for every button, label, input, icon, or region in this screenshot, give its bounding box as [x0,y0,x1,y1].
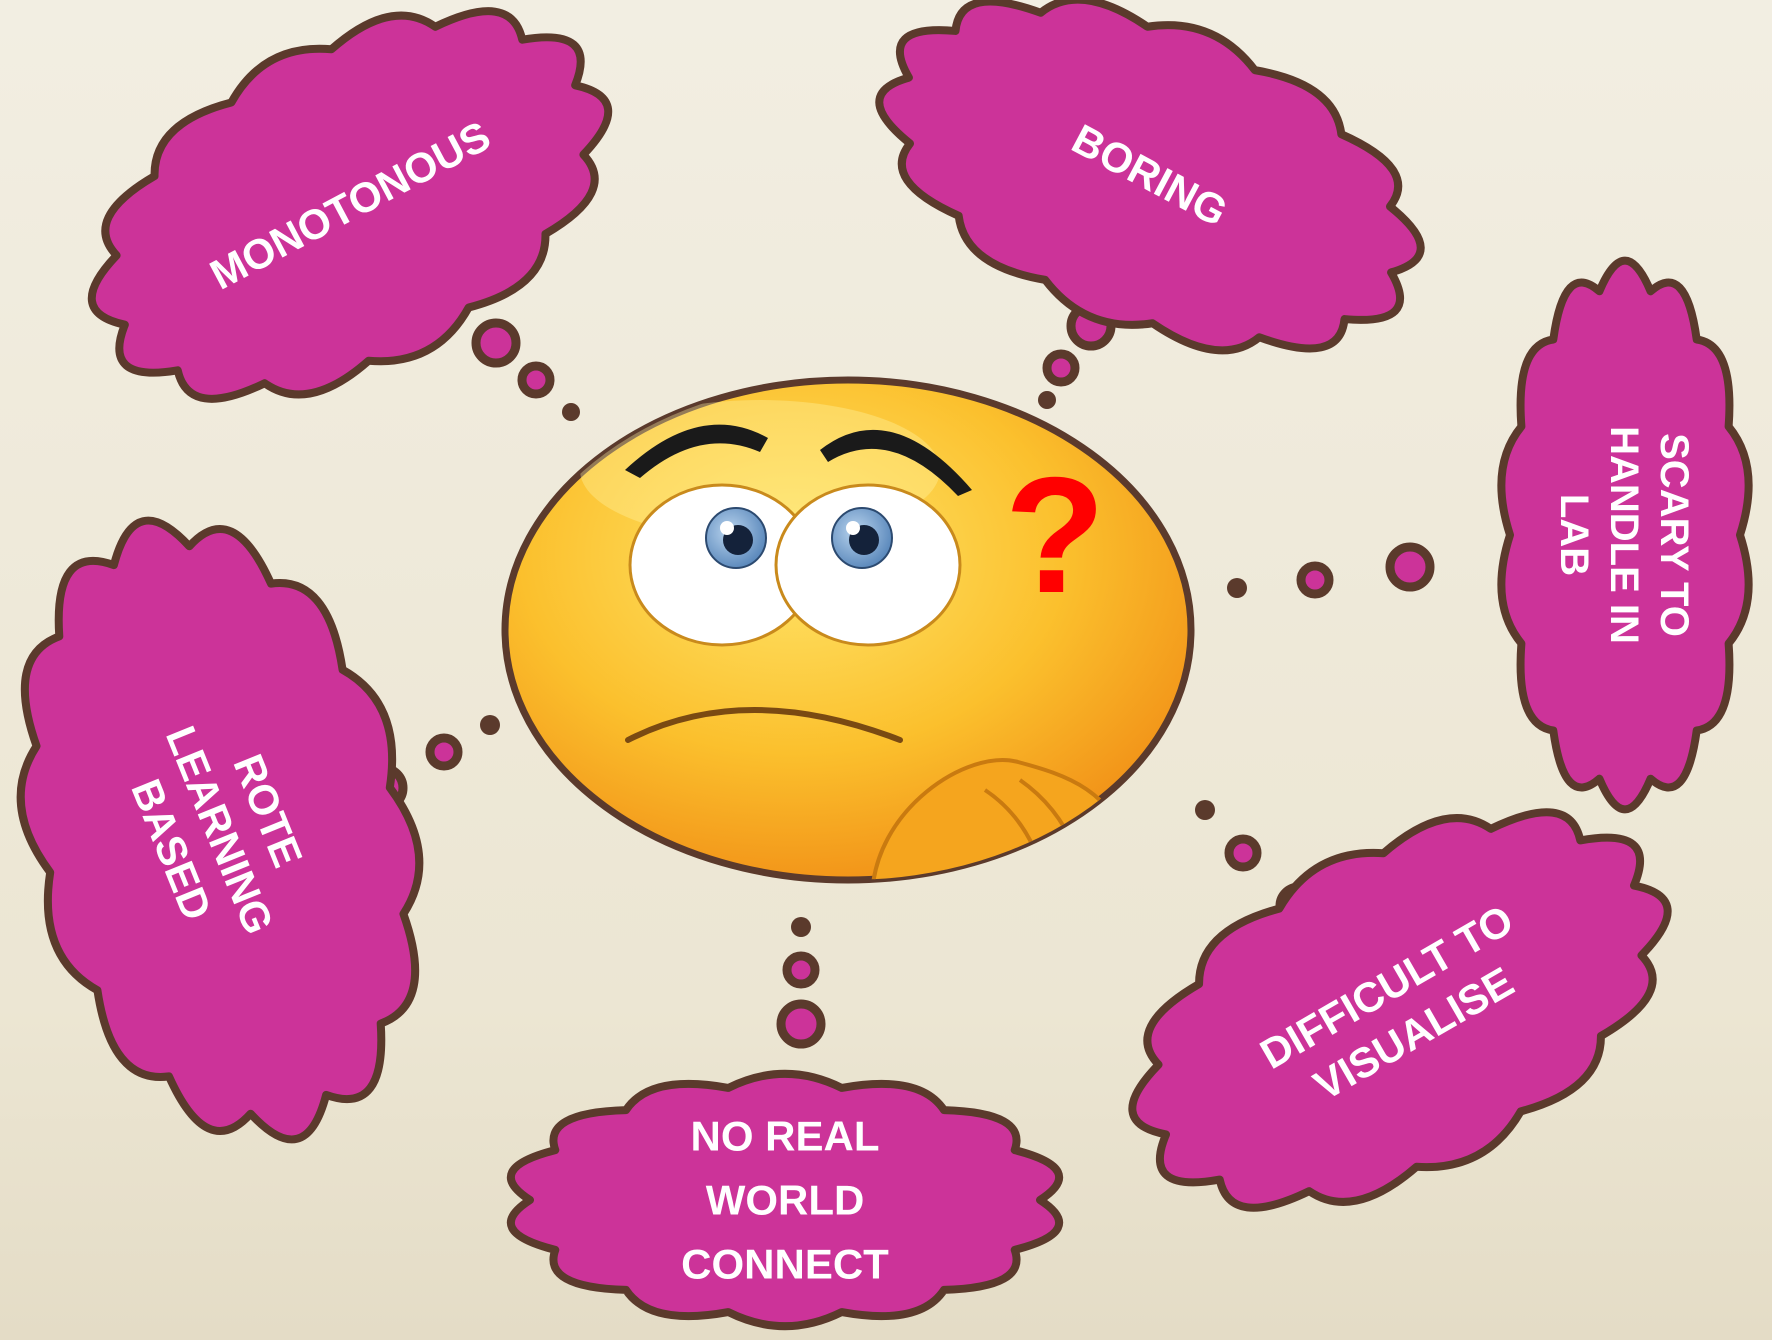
cloud-shape [1071,731,1729,1289]
question-mark: ? [1005,443,1106,627]
thought-dot-small [1195,800,1215,820]
dots-scary [1227,547,1430,598]
thought-dot-small [480,715,500,735]
thought-dot-medium [1229,839,1257,867]
thought-dot-small [1227,578,1247,598]
thought-dot-medium [1047,354,1075,382]
cloud-label-line: HANDLE IN [1602,426,1646,644]
thought-dot-medium [522,366,550,394]
thought-dot-medium [1301,566,1329,594]
cloud-label-line: CONNECT [681,1241,889,1288]
dots-monotonous [476,323,580,421]
thought-dot-large [476,323,516,363]
worried-face-icon: ? [505,380,1191,900]
thought-dot-large [1390,547,1430,587]
thought-dot-medium [430,738,458,766]
cloud-no-real: NO REAL WORLD CONNECT [511,1074,1059,1326]
thought-dot-medium [787,956,815,984]
dots-no-real-world [781,917,821,1044]
cloud-boring: BORING [833,0,1466,422]
thought-dot-large [781,1004,821,1044]
cloud-label-line: SCARY TO [1652,433,1696,637]
thought-dot-small [1038,391,1056,409]
thought-dot-small [562,403,580,421]
thought-dot-small [791,917,811,937]
cloud-shape [833,0,1466,422]
cloud-label-line: WORLD [706,1177,865,1224]
cloud-label-line: LAB [1552,494,1596,576]
cloud-label-line: NO REAL [691,1113,880,1160]
